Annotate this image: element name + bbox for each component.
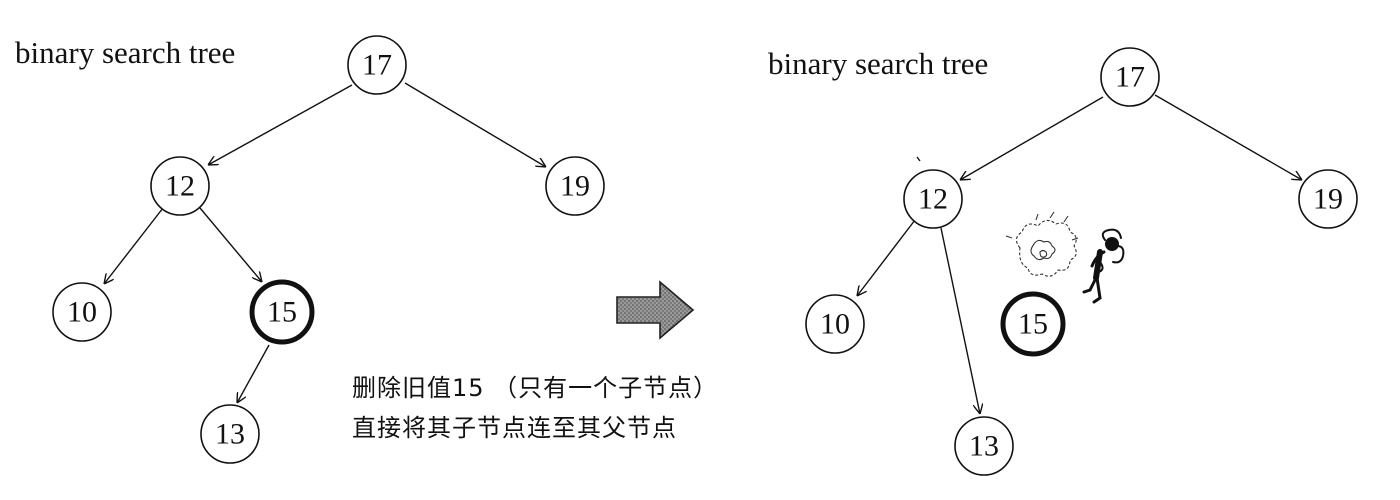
left-tree-node-17: 17 xyxy=(347,35,407,95)
node-label: 17 xyxy=(362,49,392,82)
edge-17-12 xyxy=(208,84,353,165)
node-label: 19 xyxy=(560,170,590,203)
right-tree-node-10: 10 xyxy=(805,294,865,354)
right-tree-node-13: 13 xyxy=(954,416,1014,476)
left-tree-node-13: 13 xyxy=(200,404,260,464)
smoke-puff-icon xyxy=(1005,211,1079,277)
right-tree-edges xyxy=(857,94,1302,414)
edge-17-19 xyxy=(1154,94,1302,180)
edge-12-10 xyxy=(104,207,164,284)
node-label: 12 xyxy=(165,170,195,203)
left-tree-edges xyxy=(104,82,546,403)
right-tree-title: binary search tree xyxy=(768,46,989,81)
stray-tick xyxy=(916,156,921,162)
left-tree-node-15: 15 xyxy=(249,279,315,345)
edge-17-19 xyxy=(404,82,546,167)
node-label: 15 xyxy=(1018,308,1048,341)
edge-12-13 xyxy=(940,227,980,414)
node-label: 12 xyxy=(918,183,948,216)
left-tree-title: binary search tree xyxy=(15,35,236,70)
node-label: 17 xyxy=(1115,61,1145,94)
node-label: 13 xyxy=(215,418,245,451)
left-tree-node-19: 19 xyxy=(545,156,605,216)
left-tree-node-10: 10 xyxy=(52,282,112,342)
running-figure-icon xyxy=(1082,228,1125,304)
edge-15-13 xyxy=(237,344,270,403)
node-label: 10 xyxy=(67,296,97,329)
node-label: 10 xyxy=(820,308,850,341)
right-tree-node-12: 12 xyxy=(903,169,963,229)
node-label: 13 xyxy=(969,430,999,463)
right-arrow-icon xyxy=(616,280,695,340)
edge-12-10 xyxy=(857,219,916,296)
left-tree-node-12: 12 xyxy=(150,156,210,216)
right-tree-node-19: 19 xyxy=(1298,169,1358,229)
node-label: 15 xyxy=(267,296,297,329)
edge-12-15 xyxy=(199,207,262,282)
node-label: 19 xyxy=(1313,183,1343,216)
removed-node-15: 15 xyxy=(1000,291,1066,357)
caption-line-2: 直接将其子节点连至其父节点 xyxy=(352,414,677,442)
caption: 删除旧值15 （只有一个子节点） 直接将其子节点连至其父节点 xyxy=(352,368,718,448)
right-tree-node-17: 17 xyxy=(1100,47,1160,107)
edge-17-12 xyxy=(960,96,1104,180)
caption-line-1: 删除旧值15 （只有一个子节点） xyxy=(352,374,719,402)
